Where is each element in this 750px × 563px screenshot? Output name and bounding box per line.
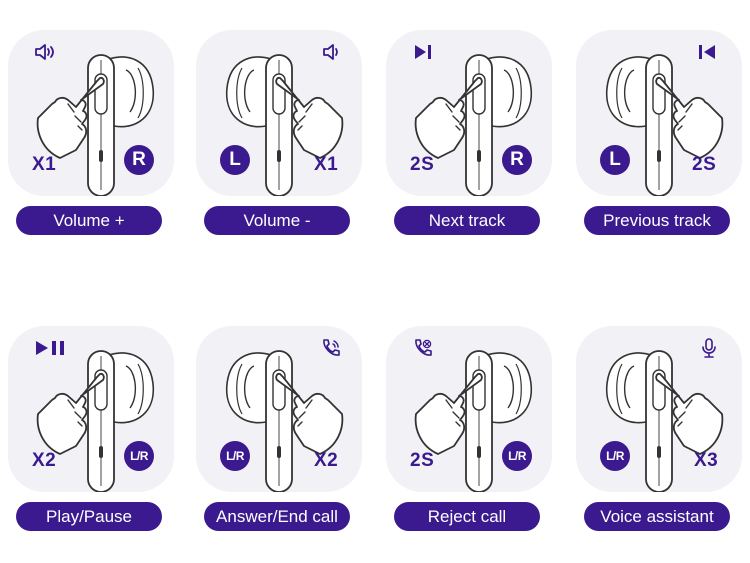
control-volume-down: L X1 Volume - — [196, 30, 362, 260]
control-next-track: 2S R Next track — [386, 30, 552, 260]
phone-ringing-icon — [320, 338, 342, 358]
control-previous-track: L 2S Previous track — [576, 30, 742, 260]
press-count: 2S — [410, 450, 435, 471]
press-count: X3 — [694, 450, 719, 471]
function-label: Voice assistant — [584, 502, 730, 531]
side-badge: R — [124, 145, 154, 175]
side-badge: L/R — [124, 441, 154, 471]
press-count: 2S — [692, 154, 717, 175]
press-count: X1 — [32, 154, 57, 175]
volume-down-icon — [322, 42, 344, 62]
function-label: Answer/End call — [204, 502, 350, 531]
side-badge: L/R — [502, 441, 532, 471]
side-badge: L/R — [220, 441, 250, 471]
side-badge: L — [220, 145, 250, 175]
press-count: X2 — [32, 450, 57, 471]
control-volume-up: X1 R Volume + — [8, 30, 174, 260]
control-answer-end-call: L/R X2 Answer/End call — [196, 326, 362, 556]
function-label: Play/Pause — [16, 502, 162, 531]
volume-up-icon — [34, 42, 56, 62]
control-play-pause: X2 L/R Play/Pause — [8, 326, 174, 556]
side-badge: L/R — [600, 441, 630, 471]
function-label: Previous track — [584, 206, 730, 235]
side-badge: R — [502, 145, 532, 175]
function-label: Volume + — [16, 206, 162, 235]
press-count: X2 — [314, 450, 339, 471]
play-pause-icon — [34, 338, 68, 358]
next-track-icon — [412, 42, 434, 62]
press-count: 2S — [410, 154, 435, 175]
function-label: Next track — [394, 206, 540, 235]
previous-track-icon — [696, 42, 718, 62]
control-reject-call: 2S L/R Reject call — [386, 326, 552, 556]
function-label: Volume - — [204, 206, 350, 235]
side-badge: L — [600, 145, 630, 175]
press-count: X1 — [314, 154, 339, 175]
microphone-icon — [698, 338, 720, 358]
function-label: Reject call — [394, 502, 540, 531]
phone-reject-icon — [412, 338, 434, 358]
control-voice-assistant: L/R X3 Voice assistant — [576, 326, 742, 556]
